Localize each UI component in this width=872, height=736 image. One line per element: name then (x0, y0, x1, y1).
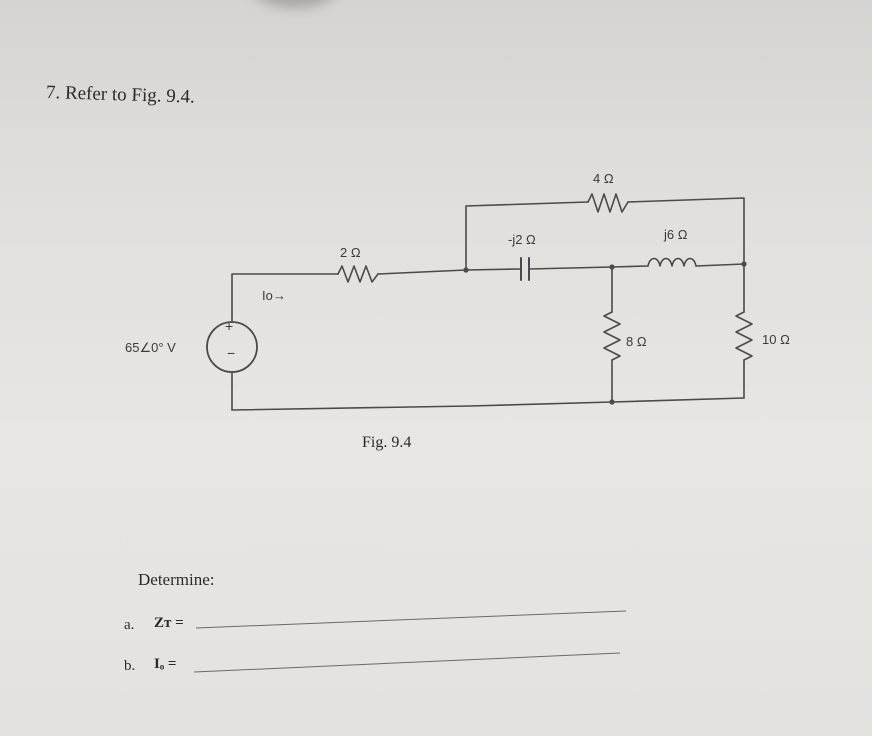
determine-heading: Determine: (138, 570, 215, 589)
wire-b-to-ind (611, 265, 649, 268)
item-b-letter: b. (124, 658, 136, 674)
wire-upper-right (627, 197, 745, 265)
source-minus-sign: − (227, 345, 236, 361)
wire-a-to-cap (465, 268, 522, 271)
r10-label: 10 Ω (762, 332, 790, 347)
node-c-dot (741, 261, 747, 267)
wire-upper-left (465, 201, 589, 271)
inductor-label: j6 Ω (664, 227, 688, 242)
resistor-2ohm (337, 265, 379, 283)
wire-left-top (231, 273, 339, 323)
finger-shadow (250, 0, 340, 8)
figure-caption: Fig. 9.4 (362, 434, 412, 451)
wire-bottom (231, 397, 745, 411)
wire-ind-to-c (695, 263, 745, 267)
source-voltage-label: 65∠0° V (125, 340, 176, 355)
item-a-letter: a. (124, 617, 135, 633)
current-io-label: Io→ (262, 288, 286, 303)
r8-label: 8 Ω (626, 334, 647, 349)
item-b-label: Iₒ = (154, 656, 177, 672)
resistor-4ohm (587, 193, 629, 213)
r2-label: 2 Ω (340, 245, 361, 260)
resistor-10ohm (735, 311, 753, 361)
node-bottom-dot (609, 399, 615, 405)
resistor-8ohm (603, 311, 621, 361)
item-a-label: Zт = (154, 615, 184, 631)
r4-label: 4 Ω (593, 171, 614, 186)
answer-line-b[interactable] (193, 652, 621, 673)
node-a-dot (463, 267, 469, 273)
capacitor-label: -j2 Ω (508, 232, 536, 247)
node-b-dot (609, 264, 615, 270)
voltage-source (206, 321, 258, 373)
wire-2ohm-to-node-a (377, 269, 467, 275)
answer-line-a[interactable] (195, 610, 627, 629)
wire-cap-to-b (528, 266, 613, 270)
source-plus-sign: + (225, 318, 234, 334)
inductor-j6 (647, 257, 697, 267)
